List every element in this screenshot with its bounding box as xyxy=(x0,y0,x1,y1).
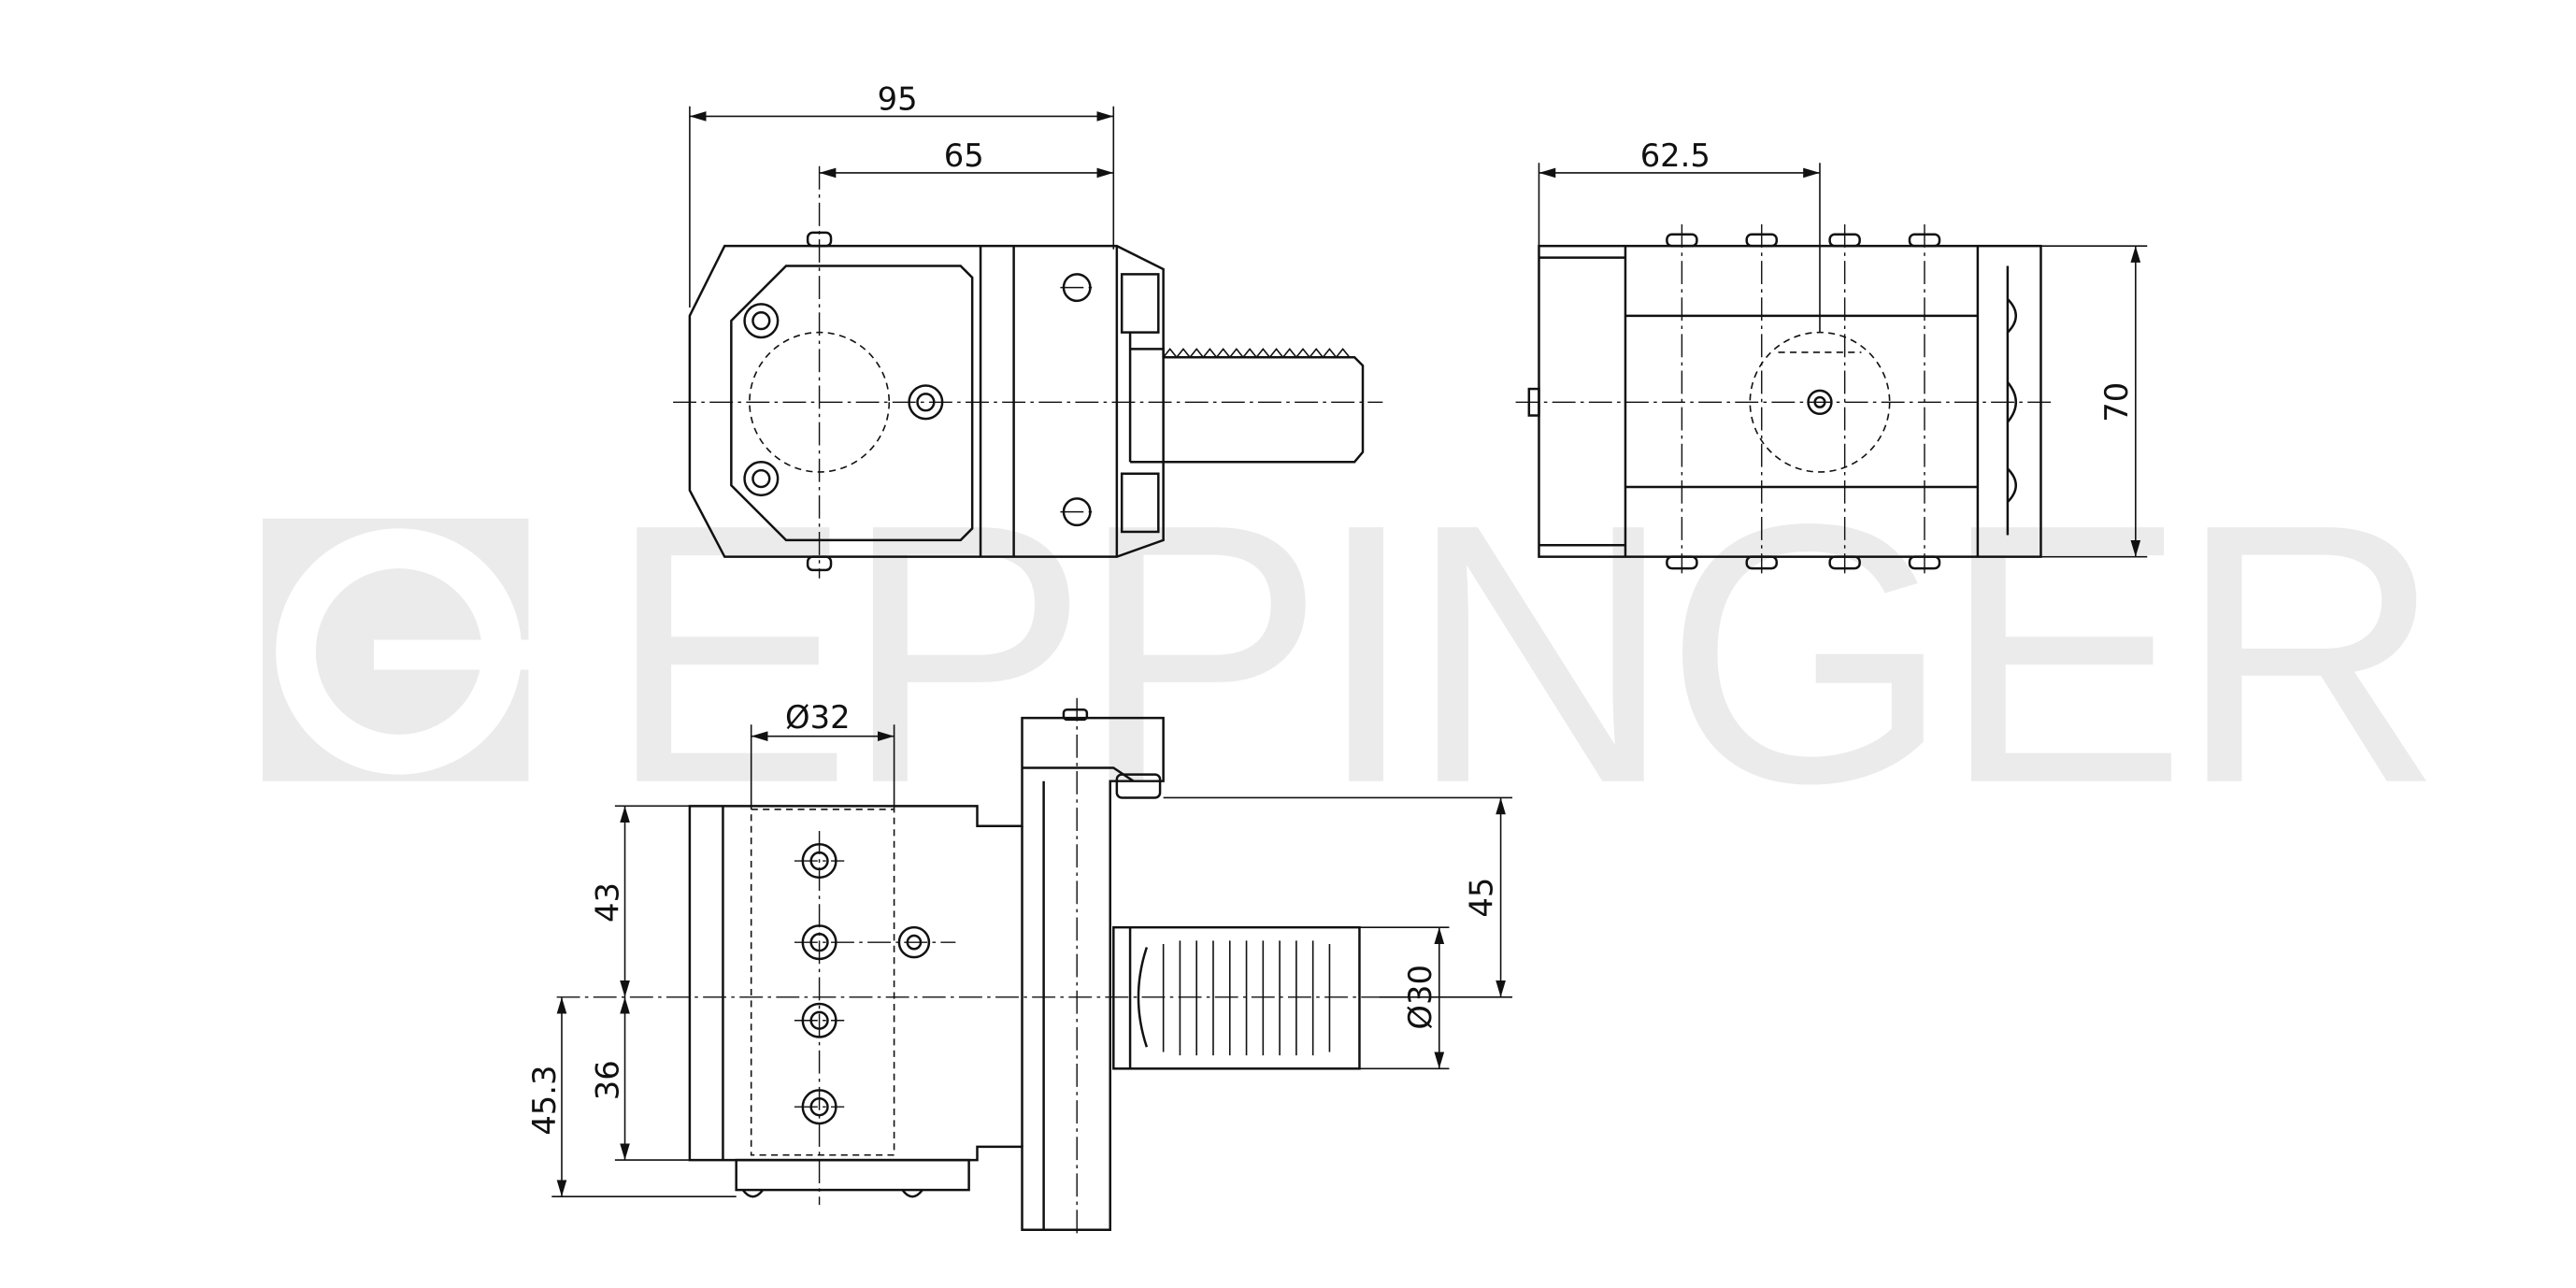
dim-diameter-32: Ø32 xyxy=(785,699,851,736)
top-view: 95 65 xyxy=(673,80,1383,579)
dim-70: 70 xyxy=(2098,382,2135,422)
dim-diameter-30: Ø30 xyxy=(1402,965,1438,1030)
front-view: Ø32 43 36 45.3 45 Ø30 xyxy=(526,697,1513,1238)
screw-icon xyxy=(743,303,780,339)
dim-95: 95 xyxy=(878,80,918,117)
dim-62-5: 62.5 xyxy=(1640,137,1710,174)
screw-icon xyxy=(743,461,780,497)
side-view: 62.5 70 xyxy=(1515,137,2148,574)
dim-45-3: 45.3 xyxy=(526,1065,563,1135)
watermark-text: EPPINGER xyxy=(607,448,2434,860)
dim-36: 36 xyxy=(589,1060,625,1100)
dim-43: 43 xyxy=(589,882,625,923)
dim-65: 65 xyxy=(944,137,984,174)
dim-45: 45 xyxy=(1464,878,1500,918)
